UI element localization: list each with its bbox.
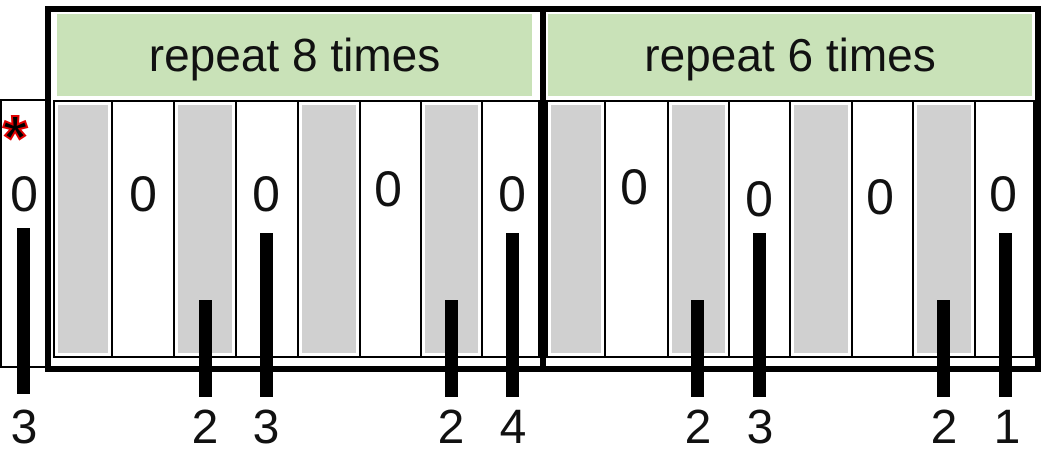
cell-value: 0	[745, 171, 773, 227]
cell-value: 0	[866, 169, 894, 225]
bar-label: 2	[684, 401, 712, 454]
shaded-cell	[297, 100, 361, 358]
repeat-header-2: repeat 6 times	[548, 14, 1032, 96]
bar	[260, 233, 273, 397]
cell	[851, 100, 914, 358]
cell	[604, 100, 669, 358]
cell	[111, 100, 175, 358]
bar	[937, 300, 950, 397]
bar	[17, 228, 30, 394]
bar	[506, 233, 519, 397]
cell-value: 0	[989, 166, 1017, 222]
bar-label: 4	[499, 401, 527, 454]
shaded-cell	[53, 100, 113, 358]
bar-label: 2	[191, 401, 219, 454]
bar-label: 2	[437, 401, 465, 454]
bar-label: 3	[10, 401, 38, 454]
cell-value: 0	[252, 166, 280, 222]
bar-label: 3	[252, 401, 280, 454]
bar-label: 2	[930, 401, 958, 454]
bar	[753, 233, 766, 397]
cell-value: 0	[374, 161, 402, 217]
shaded-cell	[789, 100, 853, 358]
repeat-group-2	[540, 6, 1041, 372]
bar	[691, 300, 704, 397]
cell-value: 0	[129, 166, 157, 222]
bar	[445, 300, 458, 397]
bar	[999, 233, 1012, 397]
bar-label: 3	[746, 401, 774, 454]
cell-value: 0	[620, 159, 648, 215]
bar	[199, 300, 212, 397]
bar-label: 1	[993, 401, 1021, 454]
asterisk-marker: *	[2, 104, 28, 173]
repeat-header-1: repeat 8 times	[57, 14, 532, 96]
cell	[359, 100, 422, 358]
shaded-cell	[546, 100, 606, 358]
cell-value: 0	[10, 166, 38, 222]
cell-value: 0	[498, 166, 526, 222]
